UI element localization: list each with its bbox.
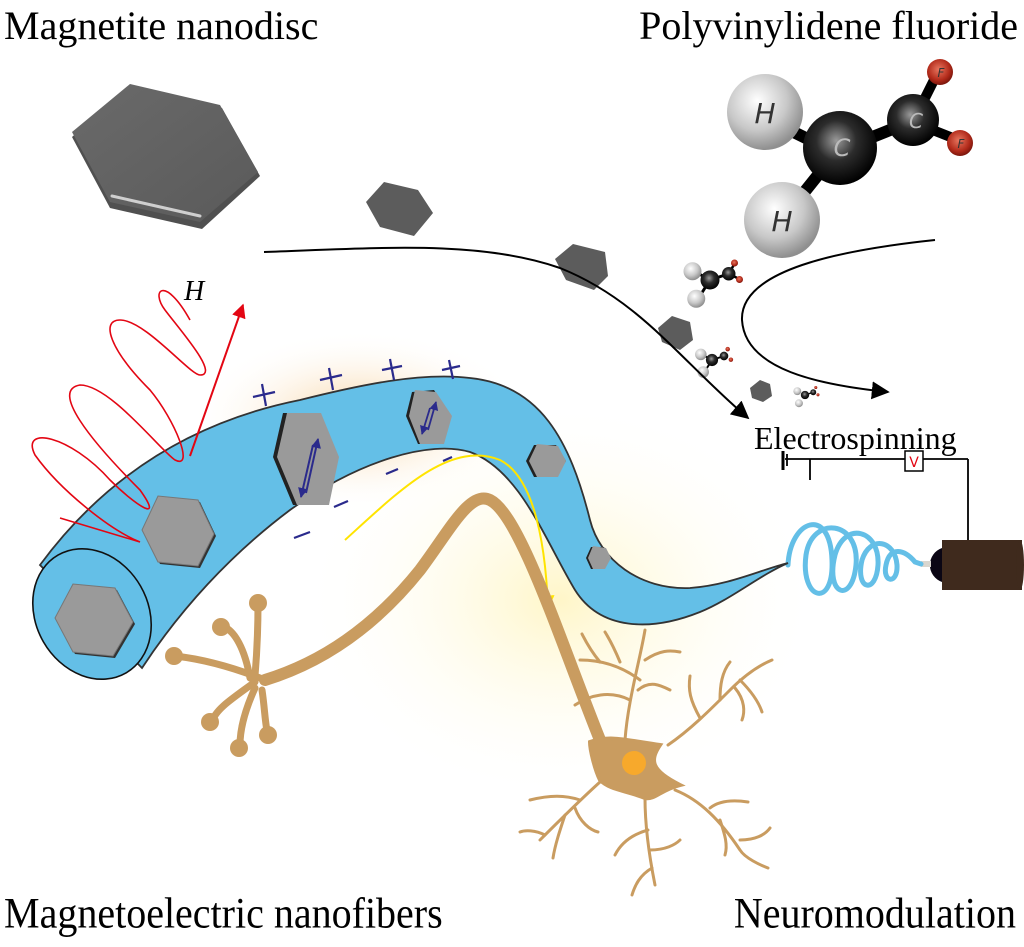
pvdf-molecule-small: [683, 259, 743, 308]
neuron-axon: [259, 492, 606, 746]
label-electrospinning: Electrospinning: [754, 420, 957, 456]
positive-charge: [441, 359, 461, 380]
embedded-nanodisc: [526, 444, 566, 477]
embedded-nanodisc-polarized: [273, 413, 339, 505]
neuron: [165, 492, 774, 897]
magnetic-field-wave: [31, 289, 207, 543]
pvdf-molecule-small: [793, 385, 820, 408]
embedded-nanodisc: [141, 495, 216, 568]
positive-charge: [252, 383, 276, 407]
negative-charge: [385, 467, 399, 476]
floating-nanodisc: [555, 244, 608, 290]
fluorine-atom: [927, 59, 953, 85]
negative-charges: [293, 455, 453, 540]
atom-label-f: F: [958, 137, 966, 151]
magnetite-nanodisc-large: [72, 84, 260, 229]
label-neuromodulation: Neuromodulation: [733, 888, 1016, 938]
positive-charge: [319, 367, 343, 391]
label-polyvinylidene-fluoride: Polyvinylidene fluoride: [639, 3, 1018, 48]
electrospinning-circuit: [781, 451, 969, 545]
polarization-arrow-up: [305, 438, 321, 494]
floating-nanodisc: [366, 182, 433, 236]
floating-nanodiscs: [366, 182, 772, 402]
embedded-nanodisc: [54, 583, 135, 658]
magnetic-field-arrow: [189, 303, 246, 457]
carbon-atom: [887, 94, 939, 146]
spinning-jet-coil: [785, 522, 924, 596]
negative-charge: [442, 455, 453, 463]
polarization-arrow-down: [298, 444, 314, 498]
positive-charges: [252, 358, 461, 407]
negative-charge: [293, 530, 311, 540]
hydrogen-atom: [744, 182, 820, 258]
spinneret-needle: [921, 540, 1024, 590]
pvdf-molecule-large: H H C C F F: [727, 59, 973, 258]
carbon-atom: [803, 111, 877, 185]
pvdf-molecule-small: [695, 346, 734, 378]
hydrogen-atom: [727, 74, 803, 150]
label-magnetoelectric-nanofibers: Magnetoelectric nanofibers: [4, 888, 443, 938]
embedded-nanodisc-polarized: [406, 390, 452, 444]
atom-label-h: H: [771, 205, 792, 238]
embedded-nanodisc: [586, 546, 611, 569]
label-magnetite-nanodisc: Magnetite nanodisc: [4, 3, 319, 48]
fluorine-atom: [947, 130, 973, 156]
signal-arrow: [344, 454, 555, 610]
atom-label-c: C: [909, 109, 923, 133]
floating-nanodisc: [750, 380, 772, 402]
atom-label-c: C: [834, 134, 851, 162]
flow-arrow-nanodisc: [263, 246, 750, 420]
neuron-nucleus: [622, 751, 646, 775]
atom-label-f: F: [938, 66, 946, 80]
negative-charge: [333, 499, 349, 509]
embedded-nanodiscs: [54, 390, 611, 658]
label-magnetic-field: H: [184, 276, 205, 307]
neuro-glow: [300, 400, 820, 800]
voltage-source-label: V: [909, 455, 919, 471]
flow-arrow-pvdf: [740, 239, 936, 400]
positive-charge: [381, 358, 403, 381]
voltage-source: [904, 450, 924, 472]
dendrites: [518, 628, 774, 897]
floating-nanodisc: [658, 316, 693, 350]
atom-label-h: H: [754, 97, 775, 130]
